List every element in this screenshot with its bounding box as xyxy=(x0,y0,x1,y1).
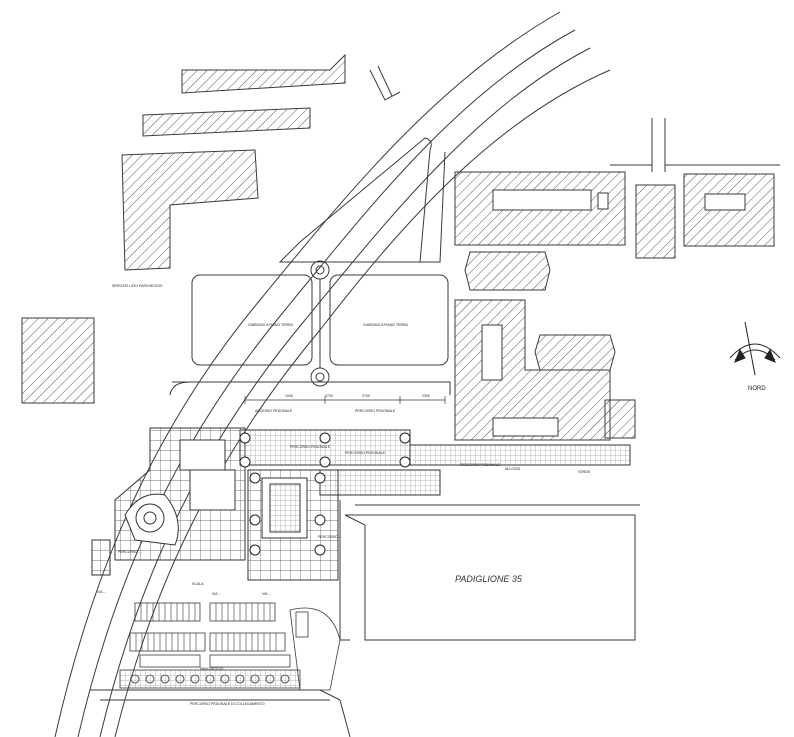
dim-right: 2300 xyxy=(422,394,430,398)
parking-upper-label: PARCHEGGIO xyxy=(200,667,224,671)
tag-9: VIA ... xyxy=(212,592,221,596)
tag-11: PERCORSO ... xyxy=(318,535,342,539)
dim-center: 2700 xyxy=(362,394,370,398)
trees-row xyxy=(130,674,290,684)
top-left-buildings xyxy=(21,53,346,404)
green-area-2-label: GIARDINO A PIANO TERRA xyxy=(363,323,409,327)
tag-13: SCALA xyxy=(192,582,204,586)
tag-6: ALLOGGI xyxy=(505,467,520,471)
green-area-1-label: GIARDINO A PIANO TERRA xyxy=(248,323,294,327)
dim-left: 1000 xyxy=(285,394,293,398)
pavilion-outline xyxy=(339,500,640,641)
pavilion-label: PADIGLIONE 35 xyxy=(455,574,523,584)
tag-2: PERCORSO PEDONALE xyxy=(355,409,396,413)
lower-drive xyxy=(90,689,351,737)
tag-3: PERCORSO PEDONALE xyxy=(290,445,331,449)
tag-1: ACCESSO PEDONALE xyxy=(255,409,293,413)
main-road xyxy=(54,11,611,737)
tag-8: VIA ... xyxy=(97,590,106,594)
green-areas xyxy=(169,137,451,396)
dim-mid: 2700 xyxy=(325,394,333,398)
tag-12: PERCORSO ... xyxy=(118,550,142,554)
tag-5: PERCORSO PEDONALE xyxy=(460,463,501,467)
plaza-columns xyxy=(239,432,411,556)
tag-4: PERCORSO PEDONALE xyxy=(345,451,386,455)
plaza-caption: PERCORSO PEDONALE DI COLLEGAMENTO xyxy=(190,702,265,706)
tag-10: VIA ... xyxy=(262,592,271,596)
tag-7: VERDE xyxy=(578,470,591,474)
ramp xyxy=(369,65,401,101)
callout-tags: ACCESSO PEDONALE PERCORSO PEDONALE PERCO… xyxy=(97,409,591,596)
right-hospital-buildings xyxy=(454,118,780,441)
parking-area xyxy=(119,602,341,691)
north-arrow-icon xyxy=(729,321,781,376)
north-label: NORD xyxy=(748,386,766,392)
parking-stall-lines xyxy=(135,603,277,651)
dimension-line xyxy=(244,396,446,404)
note-left-label: SERVIZIO LATO PARCHEGGIO xyxy=(112,284,163,288)
